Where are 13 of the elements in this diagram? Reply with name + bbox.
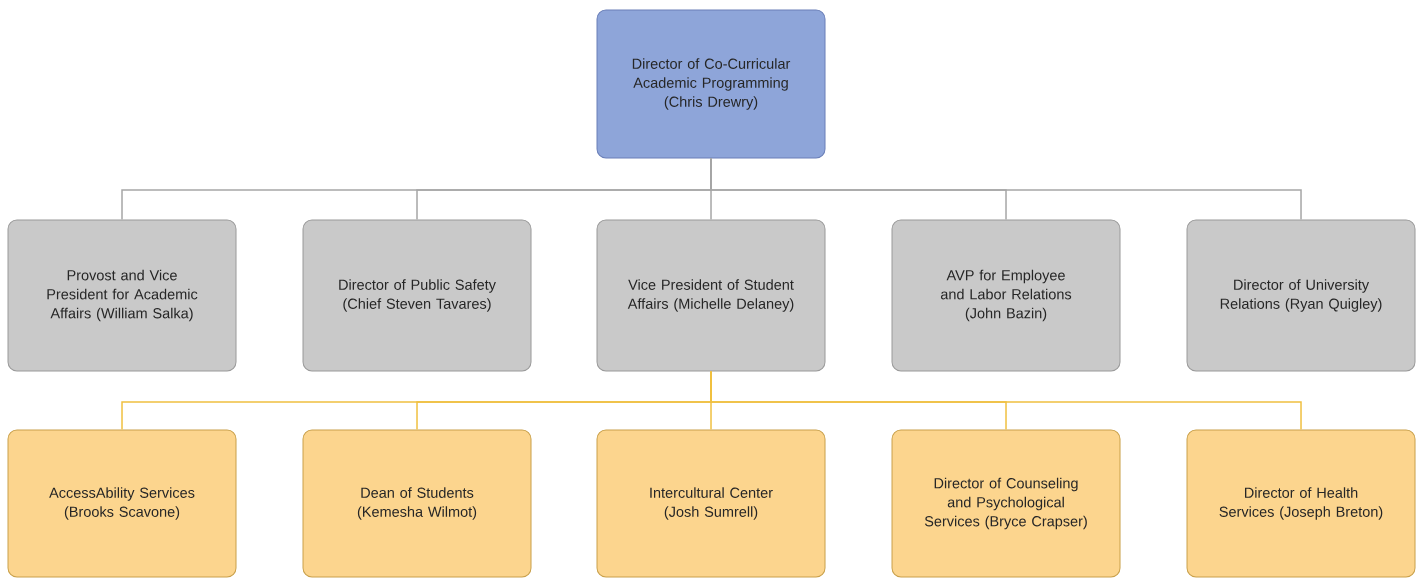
org-box: AccessAbility Services (Brooks Scavone) xyxy=(7,429,237,578)
org-box: Director of Counseling and Psychological Services (Bryce Crapser) xyxy=(891,429,1121,578)
org-box: Director of University Relations (Ryan Quigley) xyxy=(1186,219,1416,372)
org-box: Vice President of Student Affairs (Michelle Delaney) xyxy=(596,219,826,372)
org-box: Director of Health Services (Joseph Breton) xyxy=(1186,429,1416,578)
org-box: AVP for Employee and Labor Relations (John Bazin) xyxy=(891,219,1121,372)
org-box: Provost and Vice President for Academic Affairs (William Salka) xyxy=(7,219,237,372)
connector-line xyxy=(710,370,1302,431)
org-box: Director of Co-Curricular Academic Programming (Chris Drewry) xyxy=(596,9,826,159)
org-box: Dean of Students (Kemesha Wilmot) xyxy=(302,429,532,578)
org-box: Director of Public Safety (Chief Steven Tavares) xyxy=(302,219,532,372)
connector-line xyxy=(710,157,1302,221)
org-box: Intercultural Center (Josh Sumrell) xyxy=(596,429,826,578)
